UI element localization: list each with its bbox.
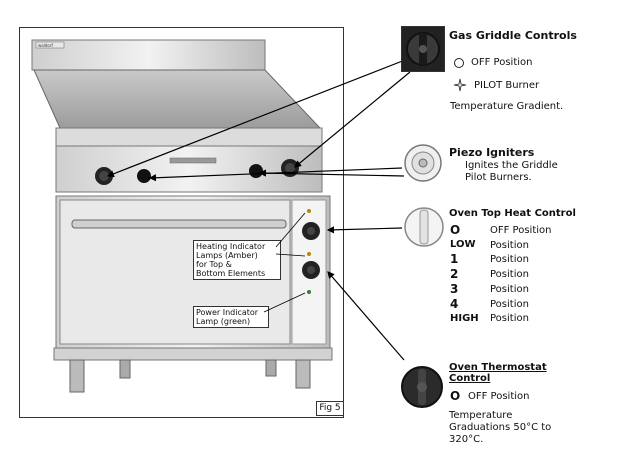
leg-front-right (295, 359, 311, 389)
oven-thermostat-grad-1: Temperature (449, 410, 513, 421)
oven-top-symbol-2: 2 (450, 267, 459, 281)
oven-thermostat-grad-2: Graduations 50°C to (449, 422, 552, 433)
leader-heating-bottom (275, 253, 306, 257)
off-circle-icon (454, 58, 464, 68)
piezo-desc-2: Pilot Burners. (465, 172, 532, 183)
leg-front-left (69, 359, 85, 393)
oven-thermostat-off: OFF Position (468, 391, 530, 402)
oven-top-text-low: Position (490, 240, 529, 251)
gas-griddle-title: Gas Griddle Controls (449, 29, 577, 42)
oven-thermostat-grad-3: 320°C. (449, 434, 484, 445)
gas-griddle-knob-image (401, 26, 445, 72)
callout-line: Lamps (Amber) (196, 251, 258, 260)
callout-line: Bottom Elements (196, 269, 266, 278)
brand-plate (35, 41, 65, 49)
oven-thermostat-title-1: Oven Thermostat (449, 362, 547, 373)
leader-heating-top (275, 212, 306, 248)
oven-top-symbol-high: HIGH (450, 313, 479, 324)
oven-thermostat-title-2: Control (449, 373, 491, 384)
oven-thermostat-knob-image (399, 364, 445, 410)
oven-base (53, 347, 333, 361)
oven-top-knob-image (403, 206, 445, 248)
oven-top-text-off: OFF Position (490, 225, 552, 236)
piezo-title: Piezo Igniters (449, 146, 535, 159)
power-lamp-callout: Power Indicator Lamp (green) (193, 306, 269, 328)
piezo-desc-1: Ignites the Griddle (465, 160, 558, 171)
knob-icon (401, 366, 443, 408)
callout-line: Power Indicator (196, 308, 259, 317)
leader-griddle-right (294, 71, 411, 168)
heating-lamp-bottom (307, 252, 311, 256)
oven-top-symbol-low: LOW (450, 239, 476, 250)
oven-top-symbol-3: 3 (450, 282, 459, 296)
callout-line: for Top & (196, 260, 232, 269)
leg-back-left (119, 359, 131, 379)
oven-top-title: Oven Top Heat Control (449, 208, 576, 219)
leader-oven-top (326, 226, 403, 234)
panel-slot (169, 157, 217, 164)
oven-top-text-3: Position (490, 284, 529, 295)
leader-griddle-left (106, 59, 406, 178)
piezo-igniter-image (403, 143, 443, 183)
heating-lamp-top (307, 209, 311, 213)
figure-label: Fig 5 (316, 401, 344, 416)
oven-top-text-1: Position (490, 254, 529, 265)
gas-griddle-pilot: PILOT Burner (474, 80, 540, 91)
gas-griddle-gradient: Temperature Gradient. (450, 101, 564, 112)
oven-thermostat-off-symbol: O (450, 389, 461, 403)
oven-top-text-high: Position (490, 313, 529, 324)
knob-icon (406, 32, 440, 66)
leader-power (263, 292, 306, 313)
pilot-flame-icon (453, 78, 467, 92)
power-lamp (307, 290, 311, 294)
piezo-igniter-left (137, 169, 151, 183)
oven-top-symbol-1: 1 (450, 252, 459, 266)
gas-griddle-off: OFF Position (471, 57, 533, 68)
callout-line: Lamp (green) (196, 317, 251, 326)
oven-top-text-4: Position (490, 299, 529, 310)
igniter-icon (404, 144, 442, 182)
oven-top-text-2: Position (490, 269, 529, 280)
leg-back-right (265, 359, 277, 377)
brand-text: waldorf (38, 43, 53, 48)
oven-door-handle (71, 219, 287, 229)
heating-lamps-callout: Heating Indicator Lamps (Amber) for Top … (193, 240, 281, 280)
knob-icon (404, 207, 444, 247)
callout-line: Heating Indicator (196, 242, 266, 251)
leader-piezo-right (258, 169, 405, 177)
oven-top-symbol-4: 4 (450, 297, 459, 311)
oven-top-symbol-off: O (450, 223, 461, 237)
leader-thermostat (327, 271, 405, 361)
